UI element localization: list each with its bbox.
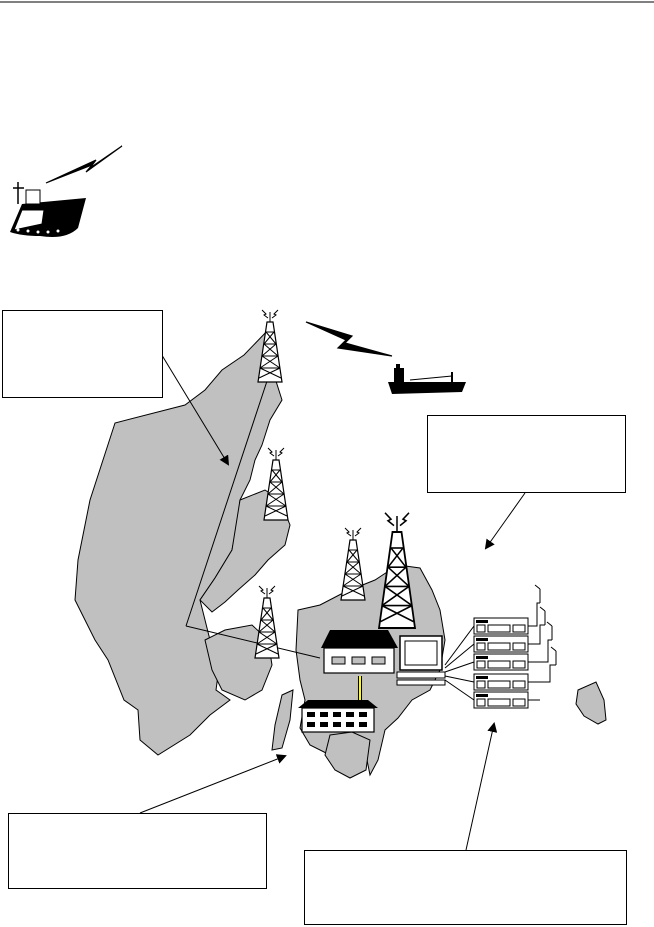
callout-box-left-bottom: [8, 813, 267, 889]
antenna-feed-lines: [528, 602, 556, 701]
network-link: [185, 371, 271, 627]
island-south: [324, 731, 371, 779]
callout-box-left-top: [2, 310, 163, 398]
antenna-icon: [539, 606, 546, 626]
computer-icon: [396, 635, 446, 686]
network-link: [185, 625, 321, 659]
callout-box-right-middle: [427, 415, 626, 493]
arrow-icon: [465, 722, 498, 851]
radio-tower-icon: [340, 527, 366, 601]
radio-tower-icon: [263, 447, 289, 521]
landmass-peninsula: [74, 326, 283, 756]
connector-lines: [444, 625, 475, 701]
arrow-icon: [484, 492, 526, 550]
lightning-icon: [45, 145, 123, 184]
arrow-icon: [139, 754, 287, 814]
antenna-icon: [546, 621, 553, 641]
cargo-ship-icon: [388, 364, 466, 394]
ship-icon: [10, 182, 86, 237]
island-far-east: [575, 681, 607, 725]
radio-rack-icon: [473, 617, 529, 709]
radio-tower-icon: [254, 585, 280, 659]
island-narrow: [271, 689, 294, 751]
building-icon: [321, 630, 398, 674]
antenna-icon: [534, 584, 541, 604]
island-west: [204, 624, 273, 701]
callout-box-right-bottom: [304, 850, 627, 925]
lightning-icon: [305, 321, 393, 357]
office-building-icon: [298, 700, 378, 733]
antenna-icon: [550, 646, 557, 666]
arrow-icon: [159, 351, 230, 466]
